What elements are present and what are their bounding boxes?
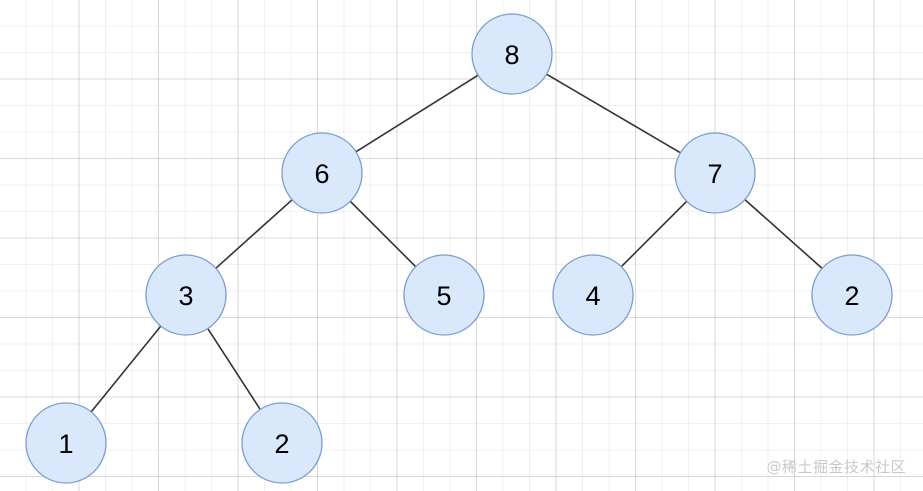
tree-node-circle[interactable]: [241, 402, 323, 484]
tree-node-circle[interactable]: [471, 13, 553, 95]
nodes-layer: 8 6 7 3 5 4 2 1 2: [25, 13, 893, 484]
tree-node-label: 1: [58, 429, 73, 459]
edges-layer: [90, 73, 823, 413]
tree-node-circle[interactable]: [674, 132, 756, 214]
tree-node-label: 8: [504, 40, 519, 70]
tree-node[interactable]: 7: [674, 132, 756, 214]
tree-node-label: 2: [274, 429, 289, 459]
tree-node-circle[interactable]: [25, 402, 107, 484]
tree-edge: [744, 198, 823, 270]
tree-node[interactable]: 2: [811, 254, 893, 336]
tree-node-label: 2: [844, 281, 859, 311]
tree-node[interactable]: 2: [241, 402, 323, 484]
tree-node-circle[interactable]: [403, 254, 485, 336]
tree-node-circle[interactable]: [145, 254, 227, 336]
tree-edge: [545, 73, 682, 154]
tree-edge: [214, 198, 294, 270]
tree-node[interactable]: 4: [552, 254, 634, 336]
tree-node-circle[interactable]: [552, 254, 634, 336]
tree-node-circle[interactable]: [811, 254, 893, 336]
tree-node[interactable]: 6: [281, 132, 363, 214]
tree-node-label: 4: [585, 281, 600, 311]
tree-node-label: 6: [314, 159, 329, 189]
tree-node[interactable]: 5: [403, 254, 485, 336]
watermark-label: @稀土掘金技术社区: [766, 458, 906, 476]
tree-node[interactable]: 3: [145, 254, 227, 336]
tree-node[interactable]: 8: [471, 13, 553, 95]
tree-edge: [206, 327, 262, 411]
tree-edge: [355, 74, 479, 153]
tree-node-circle[interactable]: [281, 132, 363, 214]
tree-node-label: 7: [707, 159, 722, 189]
tree-edge: [349, 200, 417, 268]
tree-edge: [90, 325, 162, 413]
tree-node[interactable]: 1: [25, 402, 107, 484]
tree-node-label: 5: [436, 281, 451, 311]
tree-node-label: 3: [178, 281, 193, 311]
tree-edge: [620, 200, 688, 268]
